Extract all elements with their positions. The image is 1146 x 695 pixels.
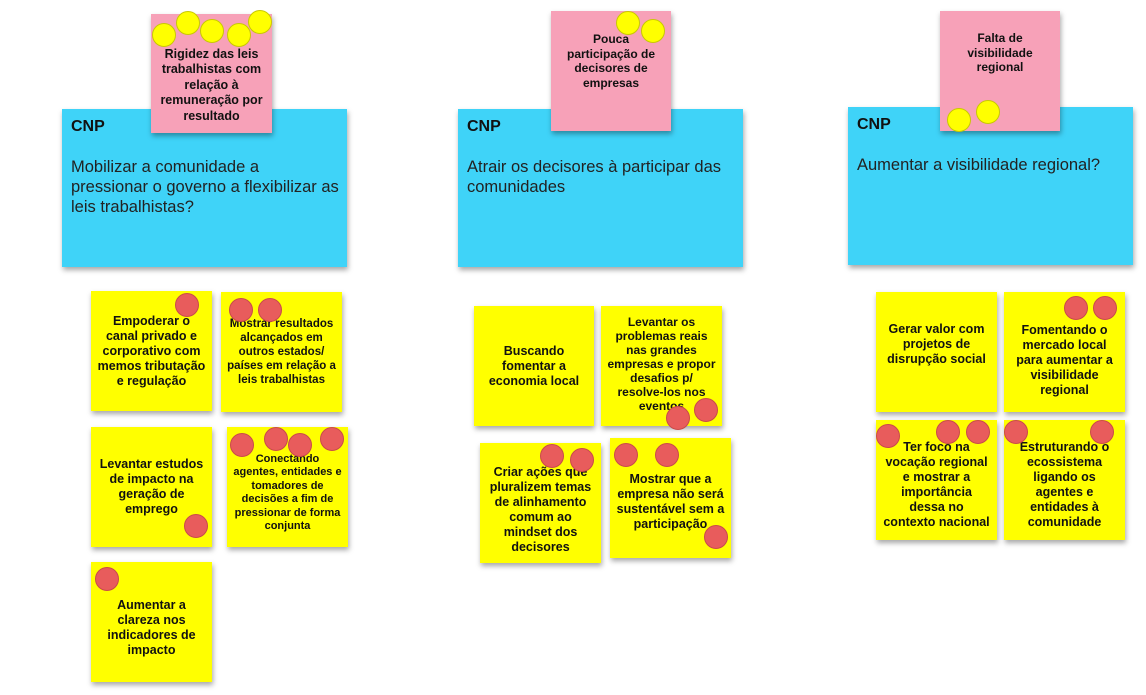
vote-dot bbox=[184, 514, 208, 538]
vote-dot bbox=[947, 108, 971, 132]
vote-dot bbox=[976, 100, 1000, 124]
vote-dot bbox=[616, 11, 640, 35]
problem-text: Pouca participação de decisores de empre… bbox=[566, 32, 656, 90]
idea-text: Empoderar o canal privado e corporativo … bbox=[97, 313, 206, 388]
vote-dot bbox=[936, 420, 960, 444]
vote-dot bbox=[966, 420, 990, 444]
idea-note[interactable]: Criar ações que pluralizem temas de alin… bbox=[480, 443, 601, 563]
idea-text: Ter foco na vocação regional e mostrar a… bbox=[883, 440, 990, 529]
idea-text: Fomentando o mercado local para aumentar… bbox=[1016, 322, 1113, 397]
vote-dot bbox=[666, 406, 690, 430]
question-text: Mobilizar a comunidade a pressionar o go… bbox=[71, 158, 339, 216]
problem-note-3[interactable]: Falta de visibilidade regional bbox=[940, 11, 1060, 131]
question-card-2[interactable]: CNP Atrair os decisores à participar das… bbox=[458, 109, 743, 267]
vote-dot bbox=[258, 298, 282, 322]
vote-dot bbox=[95, 567, 119, 591]
idea-note[interactable]: Levantar os problemas reais nas grandes … bbox=[601, 306, 722, 426]
vote-dot bbox=[641, 19, 665, 43]
vote-dot bbox=[200, 19, 224, 43]
problem-text: Falta de visibilidade regional bbox=[967, 31, 1033, 74]
idea-text: Levantar os problemas reais nas grandes … bbox=[607, 315, 716, 413]
vote-dot bbox=[570, 448, 594, 472]
vote-dot bbox=[230, 433, 254, 457]
vote-dot bbox=[704, 525, 728, 549]
vote-dot bbox=[320, 427, 344, 451]
vote-dot bbox=[152, 23, 176, 47]
idea-note[interactable]: Gerar valor com projetos de disrupção so… bbox=[876, 292, 997, 412]
vote-dot bbox=[264, 427, 288, 451]
idea-text: Criar ações que pluralizem temas de alin… bbox=[489, 465, 592, 554]
vote-dot bbox=[1093, 296, 1117, 320]
vote-dot bbox=[227, 23, 251, 47]
idea-note[interactable]: Buscando fomentar a economia local bbox=[474, 306, 594, 426]
question-card-1[interactable]: CNP Mobilizar a comunidade a pressionar … bbox=[62, 109, 347, 267]
idea-text: Mostrar que a empresa não será sustentáv… bbox=[616, 472, 725, 531]
idea-text: Buscando fomentar a economia local bbox=[488, 343, 580, 388]
vote-dot bbox=[540, 444, 564, 468]
vote-dot bbox=[876, 424, 900, 448]
idea-text: Estruturando o ecossistema ligando os ag… bbox=[1019, 440, 1110, 529]
idea-text: Aumentar a clareza nos indicadores de im… bbox=[107, 598, 196, 657]
question-tag: CNP bbox=[467, 118, 501, 135]
question-tag: CNP bbox=[71, 118, 105, 135]
vote-dot bbox=[288, 433, 312, 457]
vote-dot bbox=[176, 11, 200, 35]
idea-text: Gerar valor com projetos de disrupção so… bbox=[887, 321, 986, 366]
vote-dot bbox=[1004, 420, 1028, 444]
question-text: Aumentar a visibilidade regional? bbox=[857, 156, 1101, 174]
question-card-3[interactable]: CNP Aumentar a visibilidade regional? bbox=[848, 107, 1133, 265]
question-text: Atrair os decisores à participar das com… bbox=[467, 158, 722, 196]
vote-dot bbox=[1090, 420, 1114, 444]
vote-dot bbox=[248, 10, 272, 34]
problem-text: Rigidez das leis trabalhistas com relaçã… bbox=[160, 46, 263, 123]
vote-dot bbox=[655, 443, 679, 467]
question-tag: CNP bbox=[857, 116, 891, 133]
idea-text: Conectando agentes, entidades e tomadore… bbox=[233, 452, 342, 533]
vote-dot bbox=[1064, 296, 1088, 320]
vote-dot bbox=[614, 443, 638, 467]
idea-text: Levantar estudos de impacto na geração d… bbox=[99, 457, 204, 516]
vote-dot bbox=[694, 398, 718, 422]
idea-text: Mostrar resultados alcançados em outros … bbox=[227, 318, 336, 386]
vote-dot bbox=[229, 298, 253, 322]
vote-dot bbox=[175, 293, 199, 317]
